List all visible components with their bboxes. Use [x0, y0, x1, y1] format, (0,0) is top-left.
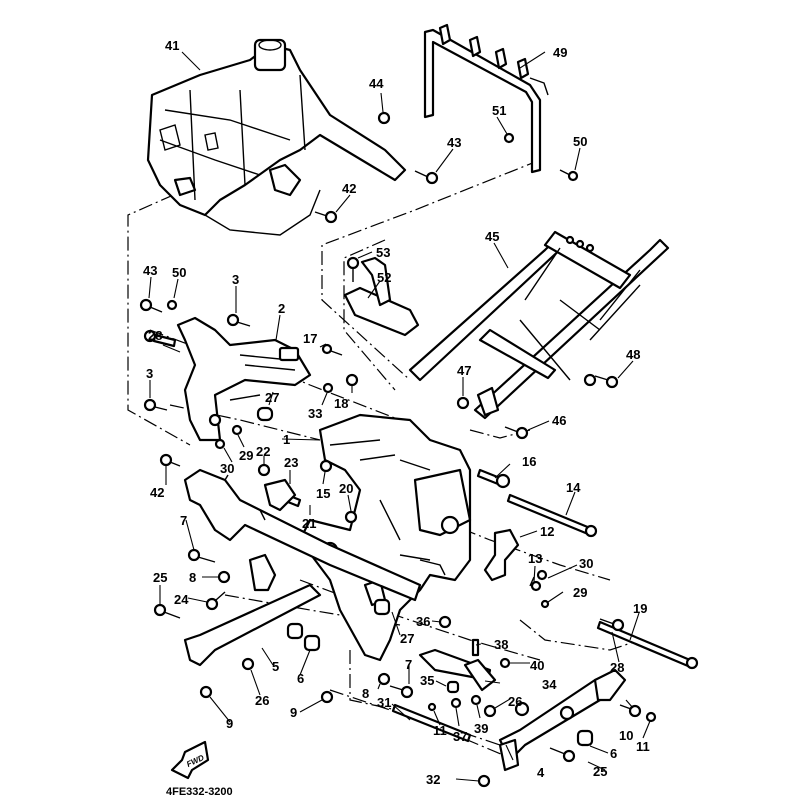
diagram-code: 4FE332-3200: [166, 786, 233, 798]
callout-51: 51: [492, 103, 506, 118]
main-center-frame[interactable]: [298, 413, 472, 662]
callout-42: 42: [150, 485, 164, 500]
callout-53: 53: [376, 245, 390, 260]
callout-27: 27: [265, 390, 279, 405]
callout-3: 3: [232, 272, 239, 287]
callout-52: 52: [377, 270, 391, 285]
callout-35: 35: [420, 673, 434, 688]
long-bolts: [143, 329, 699, 743]
rear-lower-rail[interactable]: [418, 648, 627, 772]
callout-22: 22: [256, 444, 270, 459]
callout-4: 4: [537, 765, 545, 780]
callout-16: 16: [522, 454, 536, 469]
callout-7: 7: [180, 513, 187, 528]
callout-33: 33: [308, 406, 322, 421]
rear-sub-frame[interactable]: [408, 230, 670, 420]
callout-26: 26: [508, 694, 522, 709]
callout-14: 14: [566, 480, 581, 495]
callout-50: 50: [573, 134, 587, 149]
callout-13: 13: [528, 551, 542, 566]
callout-29: 29: [573, 585, 587, 600]
leader-lines: [148, 51, 651, 782]
callout-41: 41: [165, 38, 179, 53]
engine-mount-bracket[interactable]: [176, 316, 312, 442]
small-brackets: [263, 478, 520, 582]
callout-43: 43: [143, 263, 157, 278]
callout-36: 36: [416, 614, 430, 629]
callout-9: 9: [290, 705, 297, 720]
callout-31: 31: [377, 695, 391, 710]
callout-labels: 41 44 43 42 49 51 50 45 53 52 48 47 46 4…: [143, 38, 650, 787]
callout-34: 34: [542, 677, 557, 692]
callout-6: 6: [610, 746, 617, 761]
callout-19: 19: [633, 601, 647, 616]
callout-8: 8: [189, 570, 196, 585]
hardware: [139, 111, 657, 788]
callout-28: 28: [610, 660, 624, 675]
callout-49: 49: [553, 45, 567, 60]
callout-24: 24: [174, 592, 189, 607]
callout-10: 10: [619, 728, 633, 743]
callout-45: 45: [485, 229, 499, 244]
forward-arrow-icon: FWD: [170, 740, 210, 780]
callout-37: 37: [453, 729, 467, 744]
seat-bracket[interactable]: [343, 256, 420, 337]
callout-38: 38: [494, 637, 508, 652]
callout-40: 40: [530, 658, 544, 673]
callout-30: 30: [579, 556, 593, 571]
callout-15: 15: [316, 486, 330, 501]
callout-48: 48: [626, 347, 640, 362]
callout-11: 11: [433, 723, 447, 738]
callout-2: 2: [278, 301, 285, 316]
callout-18: 18: [334, 396, 348, 411]
callout-23: 23: [284, 455, 298, 470]
callout-9: 9: [226, 716, 233, 731]
callout-47: 47: [457, 363, 471, 378]
callout-20: 20: [339, 481, 353, 496]
callout-28: 28: [148, 328, 162, 343]
callout-5: 5: [272, 659, 279, 674]
callout-46: 46: [552, 413, 566, 428]
callout-26: 26: [255, 693, 269, 708]
callout-3: 3: [146, 366, 153, 381]
rear-frame-hoop[interactable]: [423, 23, 549, 174]
callout-7: 7: [405, 657, 412, 672]
callout-27: 27: [400, 631, 414, 646]
callout-17: 17: [303, 331, 317, 346]
callout-11: 11: [636, 739, 650, 754]
callout-43: 43: [447, 135, 461, 150]
callout-1: 1: [283, 432, 290, 447]
front-frame-assembly[interactable]: [146, 38, 407, 236]
callout-44: 44: [369, 76, 384, 91]
callout-25: 25: [153, 570, 167, 585]
callout-39: 39: [474, 721, 488, 736]
callout-21: 21: [302, 516, 316, 531]
callout-50: 50: [172, 265, 186, 280]
callout-25: 25: [593, 764, 607, 779]
callout-29: 29: [239, 448, 253, 463]
callout-30: 30: [220, 461, 234, 476]
callout-12: 12: [540, 524, 554, 539]
callout-42: 42: [342, 181, 356, 196]
callout-8: 8: [362, 686, 369, 701]
lower-frame-rail[interactable]: [183, 468, 422, 667]
callout-6: 6: [297, 671, 304, 686]
callout-32: 32: [426, 772, 440, 787]
